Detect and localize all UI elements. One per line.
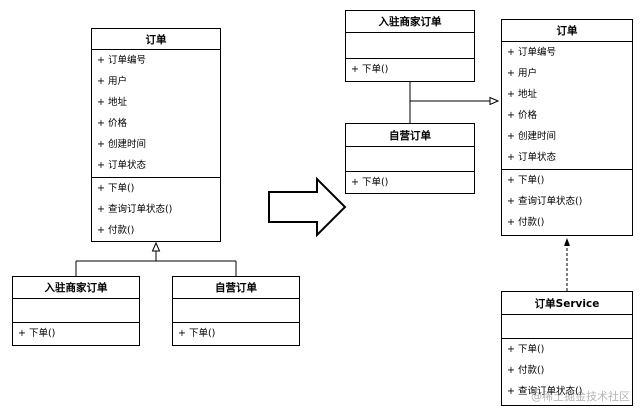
methods-section: + 下单() + 查询订单状态() + 付款(): [92, 178, 220, 241]
attributes-section: [502, 315, 632, 339]
method: + 付款(): [97, 225, 135, 236]
class-name: 入驻商家订单: [13, 277, 139, 299]
attribute: + 订单编号: [97, 55, 146, 66]
attributes-section: [346, 33, 474, 59]
attribute: + 订单状态: [97, 160, 146, 171]
attribute: + 地址: [97, 97, 127, 108]
class-name: 订单: [92, 29, 220, 50]
dependency-arrowhead: [564, 238, 570, 246]
method: + 付款(): [507, 217, 545, 228]
attributes-section: + 订单编号 + 用户 + 地址 + 价格 + 创建时间 + 订单状态: [502, 42, 632, 170]
method: + 下单(): [97, 183, 135, 194]
method: + 付款(): [507, 365, 545, 376]
attributes-section: [346, 147, 474, 172]
attribute: + 创建时间: [507, 131, 556, 142]
method: + 下单(): [351, 64, 389, 75]
attribute: + 订单状态: [507, 152, 556, 163]
generalization-arrowhead: [489, 96, 500, 106]
right-order-class: 订单 + 订单编号 + 用户 + 地址 + 价格 + 创建时间 + 订单状态 +…: [501, 19, 633, 236]
method: + 下单(): [507, 344, 545, 355]
transform-arrow: [268, 176, 347, 238]
method: + 查询订单状态(): [507, 386, 583, 397]
left-self-order-class: 自营订单 + 下单(): [172, 276, 300, 346]
attribute: + 用户: [507, 68, 537, 79]
class-name: 入驻商家订单: [346, 11, 474, 33]
class-name: 订单Service: [502, 292, 632, 315]
attributes-section: [173, 299, 299, 323]
class-name: 订单: [502, 20, 632, 42]
right-order-service-class: 订单Service + 下单() + 付款() + 查询订单状态(): [501, 291, 633, 406]
left-merchant-order-class: 入驻商家订单 + 下单(): [12, 276, 140, 346]
method: + 查询订单状态(): [507, 196, 583, 207]
attribute: + 地址: [507, 89, 537, 100]
watermark: @稀土掘金技术社区: [531, 390, 630, 403]
method: + 下单(): [18, 328, 56, 339]
attribute: + 订单编号: [507, 47, 556, 58]
methods-section: + 下单(): [346, 172, 474, 193]
attribute: + 价格: [97, 118, 127, 129]
right-merchant-order-class: 入驻商家订单 + 下单(): [345, 10, 475, 82]
methods-section: + 下单(): [346, 59, 474, 80]
methods-section: + 下单(): [173, 323, 299, 344]
class-name: 自营订单: [173, 277, 299, 299]
methods-section: + 下单() + 查询订单状态() + 付款(): [502, 170, 632, 233]
method: + 查询订单状态(): [97, 204, 173, 215]
attribute: + 创建时间: [97, 139, 146, 150]
class-name: 自营订单: [346, 124, 474, 147]
methods-section: + 下单() + 付款() + 查询订单状态(): [502, 339, 632, 402]
method: + 下单(): [507, 175, 545, 186]
left-order-class: 订单 + 订单编号 + 用户 + 地址 + 价格 + 创建时间 + 订单状态 +…: [91, 28, 221, 242]
attribute: + 用户: [97, 76, 127, 87]
right-self-order-class: 自营订单 + 下单(): [345, 123, 475, 194]
methods-section: + 下单(): [13, 323, 139, 344]
attributes-section: + 订单编号 + 用户 + 地址 + 价格 + 创建时间 + 订单状态: [92, 50, 220, 178]
method: + 下单(): [351, 177, 389, 188]
attribute: + 价格: [507, 110, 537, 121]
inherit-arrowhead: [151, 241, 161, 252]
method: + 下单(): [178, 328, 216, 339]
attributes-section: [13, 299, 139, 323]
